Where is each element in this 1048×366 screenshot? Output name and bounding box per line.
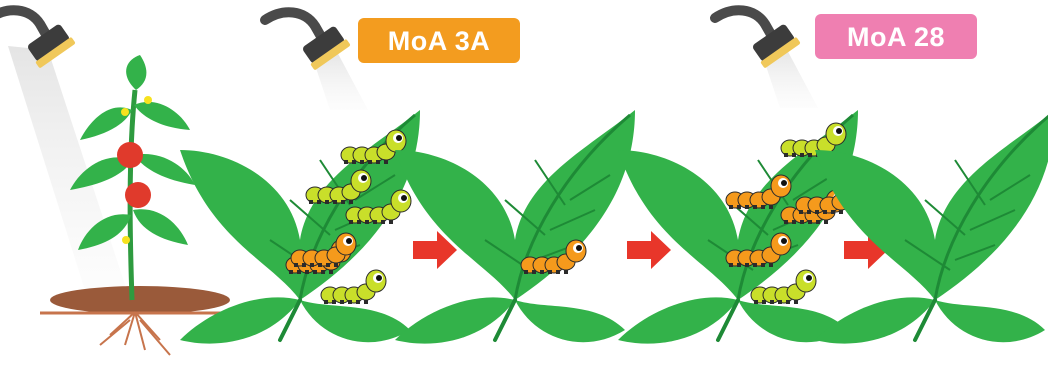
moa-28-badge: MoA 28: [815, 14, 977, 59]
shower-head-icon: [0, 10, 76, 68]
right-arrow-icon: [627, 231, 671, 269]
leaf-icon: [393, 108, 637, 346]
stage-after-moa-3a: [393, 108, 637, 346]
stage-initial: [178, 12, 422, 346]
tomato-plant-icon: [0, 10, 240, 356]
moa-3a-badge: MoA 3A: [358, 18, 520, 63]
moa-3a-label: MoA 3A: [388, 26, 491, 56]
stage-reinfested: [616, 10, 863, 346]
moa-28-label: MoA 28: [847, 22, 945, 52]
